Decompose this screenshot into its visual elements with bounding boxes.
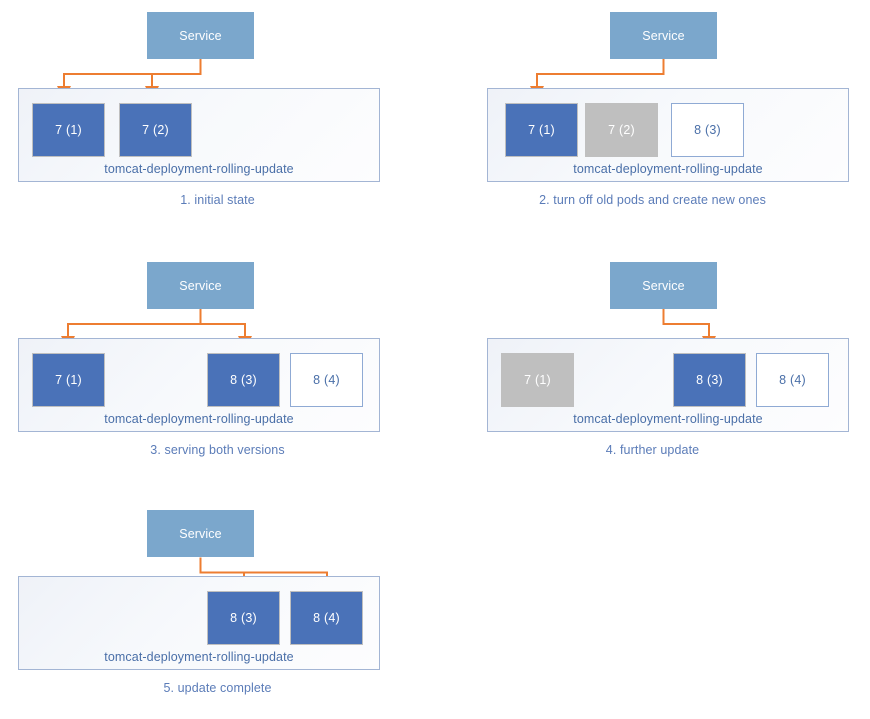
service-box[interactable]: Service xyxy=(610,262,717,309)
pod-label: 8 (4) xyxy=(313,611,340,625)
panel-turn-off-old-pods: Service tomcat-deployment-rolling-update… xyxy=(435,0,870,239)
pod-8-3[interactable]: 8 (3) xyxy=(673,353,746,407)
deployment-label: tomcat-deployment-rolling-update xyxy=(104,162,294,176)
pod-label: 8 (4) xyxy=(779,373,806,387)
pod-label: 7 (2) xyxy=(608,123,635,137)
service-label: Service xyxy=(179,278,222,293)
panel-serving-both-versions: Service tomcat-deployment-rolling-update… xyxy=(0,240,435,479)
pod-label: 8 (3) xyxy=(696,373,723,387)
pod-label: 8 (4) xyxy=(313,373,340,387)
pod-8-3[interactable]: 8 (3) xyxy=(207,353,280,407)
panel-caption: 2. turn off old pods and create new ones xyxy=(539,193,766,207)
panel-further-update: Service tomcat-deployment-rolling-update… xyxy=(435,240,870,479)
panel-caption: 4. further update xyxy=(605,443,700,457)
deployment-label: tomcat-deployment-rolling-update xyxy=(573,412,763,426)
pod-7-1[interactable]: 7 (1) xyxy=(32,103,105,157)
panel-update-complete: Service tomcat-deployment-rolling-update… xyxy=(0,480,435,718)
service-box[interactable]: Service xyxy=(147,12,254,59)
service-label: Service xyxy=(642,278,685,293)
pod-label: 7 (1) xyxy=(55,123,82,137)
pod-label: 8 (3) xyxy=(230,611,257,625)
pod-8-4[interactable]: 8 (4) xyxy=(756,353,829,407)
pod-label: 8 (3) xyxy=(230,373,257,387)
service-label: Service xyxy=(642,28,685,43)
service-box[interactable]: Service xyxy=(147,510,254,557)
pod-label: 7 (1) xyxy=(528,123,555,137)
pod-8-3[interactable]: 8 (3) xyxy=(207,591,280,645)
panel-caption: 3. serving both versions xyxy=(150,443,285,457)
pod-label: 7 (2) xyxy=(142,123,169,137)
service-label: Service xyxy=(179,28,222,43)
service-box[interactable]: Service xyxy=(610,12,717,59)
deployment-label: tomcat-deployment-rolling-update xyxy=(104,650,294,664)
pod-8-3[interactable]: 8 (3) xyxy=(671,103,744,157)
pod-label: 7 (1) xyxy=(524,373,551,387)
pod-8-4[interactable]: 8 (4) xyxy=(290,591,363,645)
deployment-label: tomcat-deployment-rolling-update xyxy=(104,412,294,426)
panel-caption: 5. update complete xyxy=(163,681,272,695)
panel-caption: 1. initial state xyxy=(180,193,255,207)
service-label: Service xyxy=(179,526,222,541)
pod-7-1[interactable]: 7 (1) xyxy=(505,103,578,157)
pod-7-1[interactable]: 7 (1) xyxy=(32,353,105,407)
pod-7-1[interactable]: 7 (1) xyxy=(501,353,574,407)
service-box[interactable]: Service xyxy=(147,262,254,309)
pod-8-4[interactable]: 8 (4) xyxy=(290,353,363,407)
pod-label: 8 (3) xyxy=(694,123,721,137)
pod-7-2[interactable]: 7 (2) xyxy=(119,103,192,157)
pod-label: 7 (1) xyxy=(55,373,82,387)
panel-initial-state: Service tomcat-deployment-rolling-update… xyxy=(0,0,435,239)
deployment-label: tomcat-deployment-rolling-update xyxy=(573,162,763,176)
pod-7-2[interactable]: 7 (2) xyxy=(585,103,658,157)
